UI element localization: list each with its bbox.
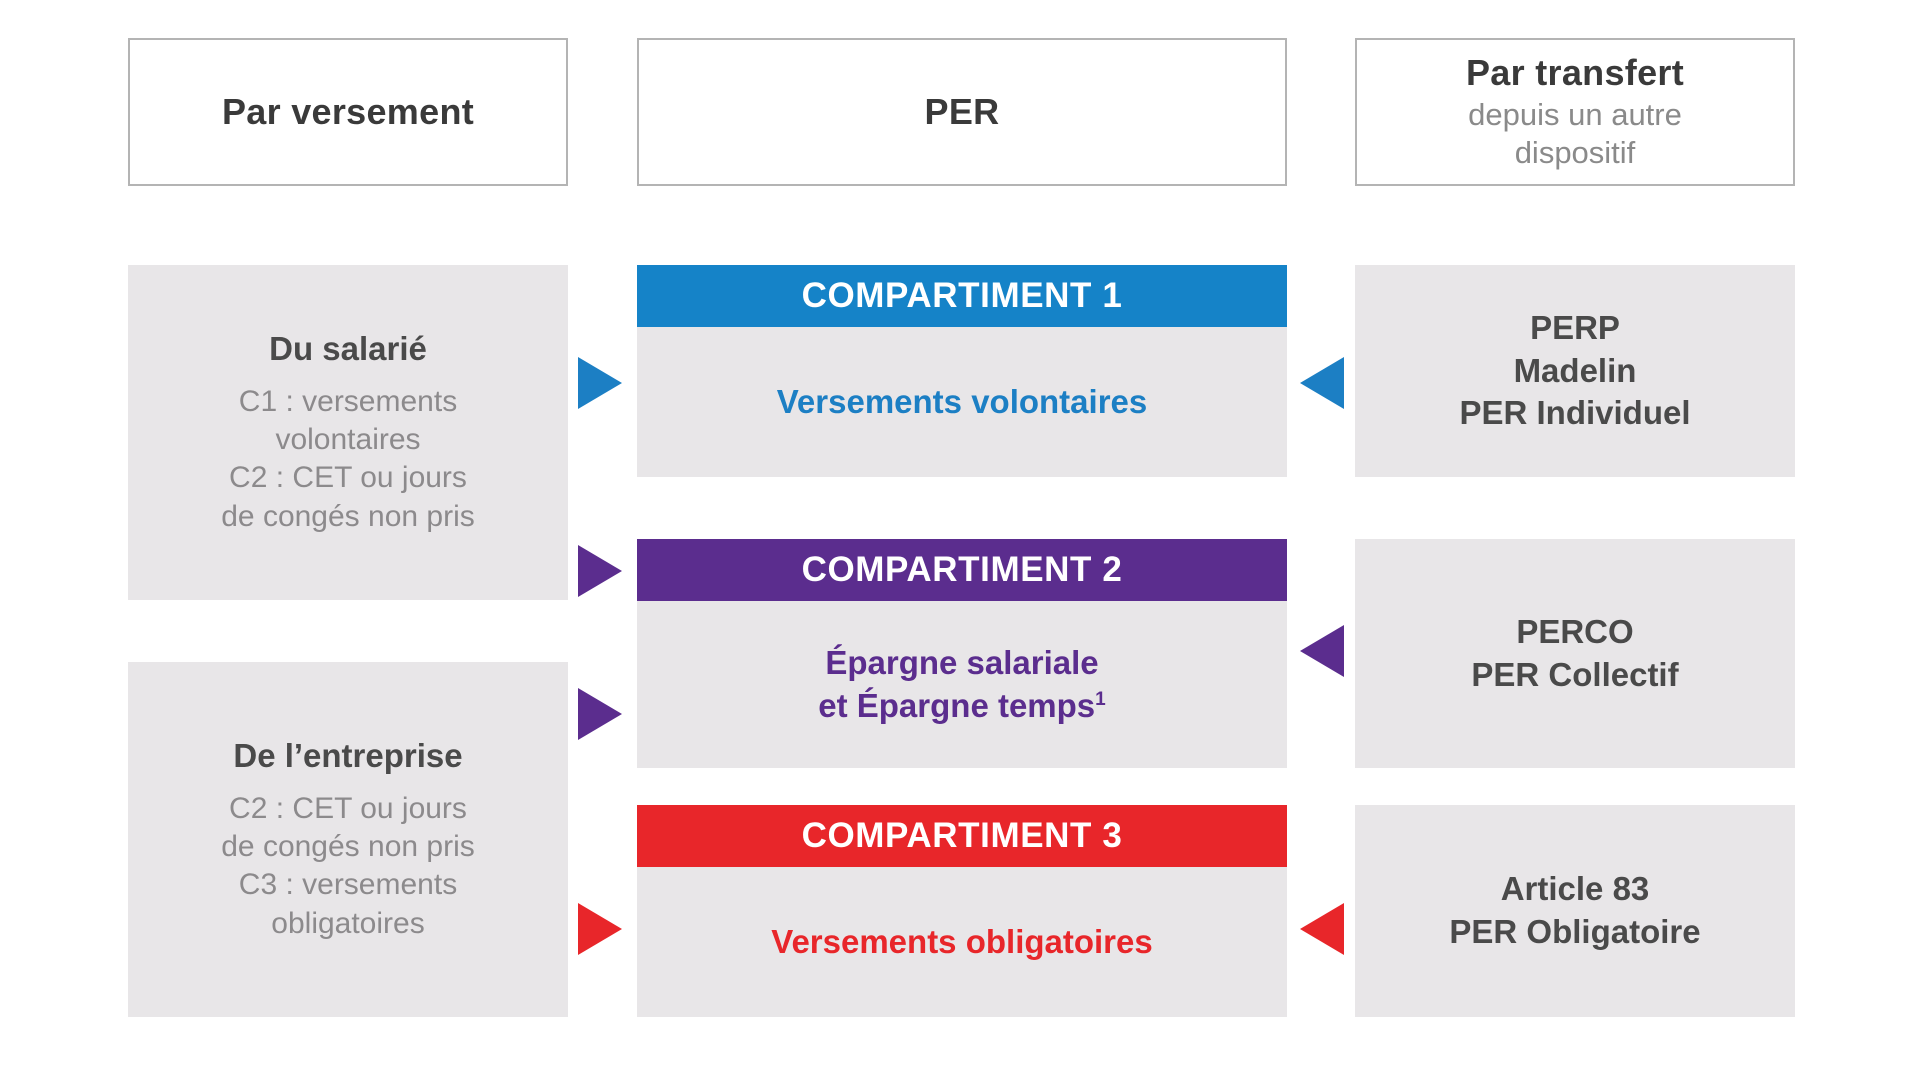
arrow-left-col-to-compartiment-2-b-icon <box>578 688 622 740</box>
header-box-par-transfert: Par transfert depuis un autre dispositif <box>1355 38 1795 186</box>
arrow-right-col-to-compartiment-1-icon <box>1300 357 1344 409</box>
header-box-par-versement: Par versement <box>128 38 568 186</box>
right-panel-line: PER Obligatoire <box>1449 913 1701 950</box>
compartiment-2-label: COMPARTIMENT 2 <box>801 550 1123 589</box>
compartiment-2-body: Épargne salariale et Épargne temps1 <box>637 601 1287 768</box>
compartiment-3-header: COMPARTIMENT 3 <box>637 805 1287 867</box>
right-panel-line: PER Collectif <box>1471 655 1679 693</box>
right-panel-line: PER Individuel <box>1459 394 1691 432</box>
left-panel-line: volontaires <box>275 422 421 456</box>
compartiment-2-footnote-marker: 1 <box>1095 688 1106 710</box>
right-panel-perco: PERCO PER Collectif <box>1355 539 1795 768</box>
compartiment-1-label: COMPARTIMENT 1 <box>801 276 1123 315</box>
right-panel-article-83: Article 83 PER Obligatoire <box>1355 805 1795 1017</box>
compartiment-2-body-line: Épargne salariale <box>825 643 1099 681</box>
left-panel-title-de-l-entreprise: De l’entreprise <box>233 736 463 774</box>
left-panel-de-l-entreprise: De l’entreprise C2 : CET ou jours de con… <box>128 662 568 1017</box>
compartiment-1-body: Versements volontaires <box>637 327 1287 477</box>
compartiment-1-body-line: Versements volontaires <box>776 382 1148 420</box>
arrow-left-col-to-compartiment-3-icon <box>578 903 622 955</box>
arrow-left-col-to-compartiment-1-icon <box>578 357 622 409</box>
left-panel-title-du-salarie: Du salarié <box>269 329 427 367</box>
arrow-right-col-to-compartiment-2-icon <box>1300 625 1344 677</box>
header-title-par-versement: Par versement <box>221 91 475 133</box>
header-title-par-transfert: Par transfert <box>1466 52 1684 94</box>
compartiment-2-header: COMPARTIMENT 2 <box>637 539 1287 601</box>
left-panel-line: C3 : versements <box>238 868 458 902</box>
compartiment-1-header: COMPARTIMENT 1 <box>637 265 1287 327</box>
right-panel-line: Article 83 <box>1500 870 1650 908</box>
arrow-right-col-to-compartiment-3-icon <box>1300 903 1344 955</box>
left-panel-line: C1 : versements <box>238 384 458 418</box>
right-panel-perp: PERP Madelin PER Individuel <box>1355 265 1795 477</box>
compartiment-3-label: COMPARTIMENT 3 <box>801 816 1123 855</box>
left-panel-line: obligatoires <box>271 906 425 940</box>
header-box-per: PER <box>637 38 1287 186</box>
right-panel-line: PERP <box>1530 308 1620 346</box>
left-panel-line: de congés non pris <box>221 499 475 533</box>
left-panel-line: C2 : CET ou jours <box>229 791 467 825</box>
right-panel-line: PERCO <box>1516 612 1634 650</box>
header-subtitle-par-transfert: depuis un autre dispositif <box>1468 96 1682 170</box>
compartiment-2-body-line-2: et Épargne temps1 <box>818 685 1106 728</box>
left-panel-line: de congés non pris <box>221 829 475 863</box>
left-panel-du-salarie: Du salarié C1 : versements volontaires C… <box>128 265 568 600</box>
compartiment-3-body: Versements obligatoires <box>637 867 1287 1017</box>
right-panel-line: Madelin <box>1513 351 1637 389</box>
left-panel-line: C2 : CET ou jours <box>229 461 467 495</box>
compartiment-3-body-line: Versements obligatoires <box>771 922 1153 960</box>
compartiment-2-body-line-2-text: et Épargne temps <box>818 686 1096 724</box>
arrow-left-col-to-compartiment-2-a-icon <box>578 545 622 597</box>
header-title-per: PER <box>924 91 1000 133</box>
